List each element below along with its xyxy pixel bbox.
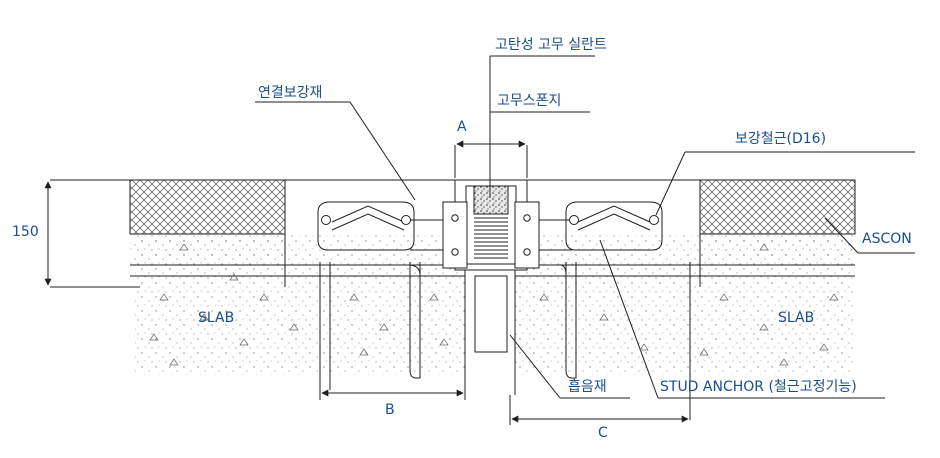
stud-anchor-left [317,201,421,390]
stud-anchor-right [565,201,691,420]
concrete-aggregate [149,243,839,366]
concrete-top-left [130,235,285,265]
ascon-layer-right [699,179,856,235]
label-stud-anchor: STUD ANCHOR (철근고정기능) [660,379,857,395]
side-plate-left [442,201,468,269]
concrete-top-right [700,235,855,265]
label-rebar: 보강철근(D16) [735,131,827,147]
dimension-c [509,395,689,425]
side-plate-right [514,201,540,269]
dimension-b [319,389,466,400]
ascon-layer-left [129,179,286,235]
leader-lines [255,55,915,399]
label-ascon: ASCON [862,231,912,247]
label-sponge: 고무스폰지 [497,93,562,109]
label-slab-left: SLAB [198,310,235,326]
dimension-a [454,140,528,178]
label-slab-right: SLAB [778,310,815,326]
label-sealant: 고탄성 고무 실란트 [495,37,607,53]
dimension-a-label: A [457,119,467,135]
sound-absorber [474,275,508,353]
rebar-bends [130,264,855,277]
label-connector: 연결보강재 [258,85,323,101]
dimension-c-label: C [598,425,608,441]
dimension-depth-label: 150 [12,224,39,240]
dimension-b-label: B [385,402,395,418]
label-absorber: 흡음재 [568,379,607,395]
